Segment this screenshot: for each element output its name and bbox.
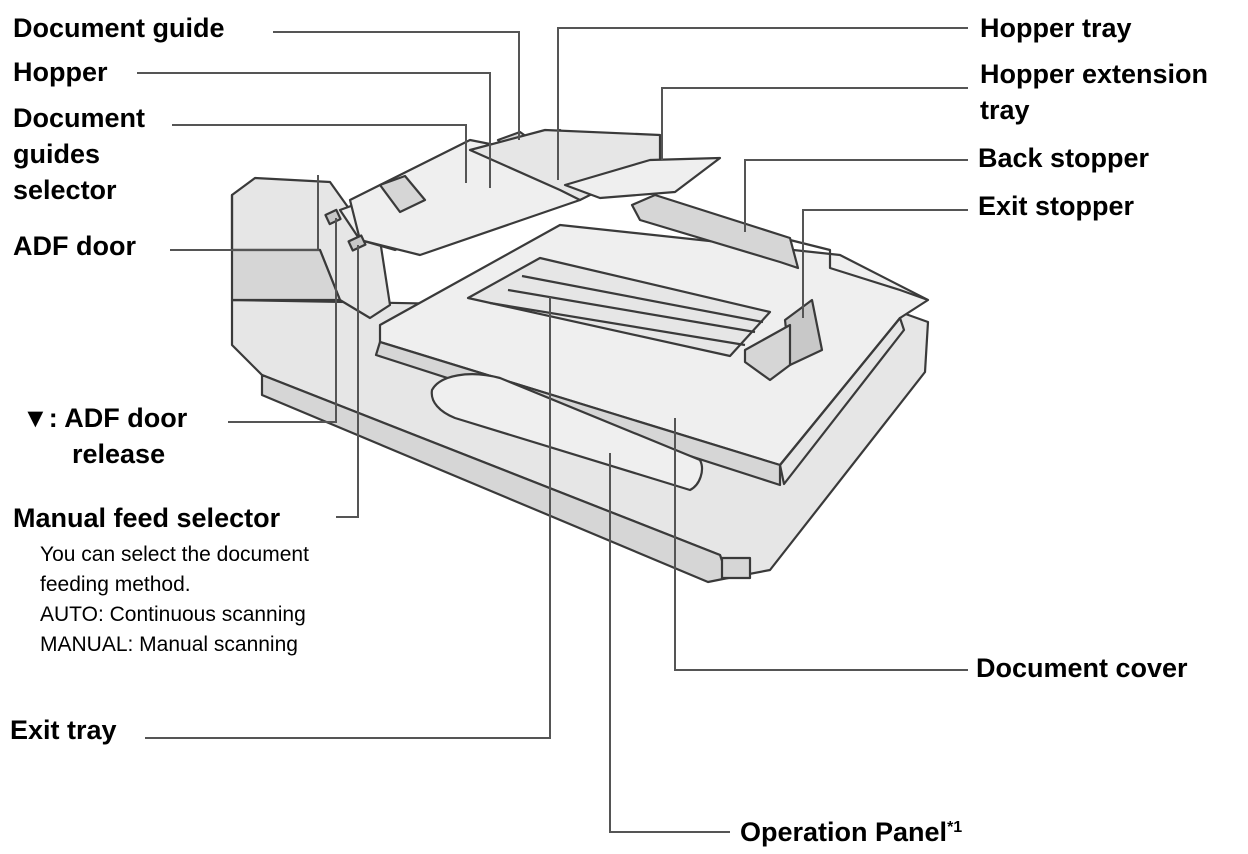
label-exit-stopper: Exit stopper xyxy=(978,191,1135,221)
label-exit-tray: Exit tray xyxy=(10,715,117,745)
leader-adf-door xyxy=(170,175,319,251)
manual-feed-description-line2: feeding method. xyxy=(40,573,191,596)
manual-feed-description-line4: MANUAL: Manual scanning xyxy=(40,633,298,656)
label-back-stopper: Back stopper xyxy=(978,143,1150,173)
label-document-guides-selector: Document guides selector xyxy=(13,100,145,208)
leader-hopper-extension-tray xyxy=(661,87,968,160)
manual-feed-description-line1: You can select the document xyxy=(40,543,309,566)
exit-tray-shape xyxy=(466,256,772,358)
label-document-guides-selector-line1: Document xyxy=(13,103,146,133)
label-adf-door-release-line1: : ADF door xyxy=(48,403,188,433)
label-hopper-tray: Hopper tray xyxy=(980,13,1132,43)
label-adf-door-release: ▼: ADF door release xyxy=(22,400,187,472)
label-adf-door: ADF door xyxy=(13,231,136,261)
leader-manual-feed-selector xyxy=(336,245,359,518)
leader-document-guides-selector xyxy=(172,124,467,183)
leader-operation-panel xyxy=(609,453,730,833)
leader-adf-door-release xyxy=(228,218,337,423)
label-hopper-extension-tray-line1: Hopper extension xyxy=(980,59,1209,89)
label-document-guides-selector-line2: guides xyxy=(13,139,101,169)
label-hopper-extension-tray: Hopper extension tray xyxy=(980,56,1208,128)
leader-exit-stopper xyxy=(802,209,968,318)
operation-panel-shape xyxy=(430,373,704,492)
footnote-marker: *1 xyxy=(947,819,963,836)
scanner-base-front xyxy=(260,373,730,584)
hopper-extension-tray-shape xyxy=(563,156,722,200)
label-document-guide: Document guide xyxy=(13,13,225,43)
leader-back-stopper xyxy=(744,159,968,232)
manual-feed-selector-shape xyxy=(347,234,367,252)
down-triangle-icon: ▼ xyxy=(22,403,49,433)
label-hopper: Hopper xyxy=(13,57,108,87)
leader-exit-tray xyxy=(145,297,551,739)
label-operation-panel-text: Operation Panel xyxy=(740,817,948,847)
back-stopper-shape xyxy=(630,193,800,270)
manual-feed-description-line3: AUTO: Continuous scanning xyxy=(40,603,306,626)
label-operation-panel: Operation Panel*1 xyxy=(740,814,962,850)
leader-hopper-tray xyxy=(557,27,968,180)
label-hopper-extension-tray-line2: tray xyxy=(980,95,1030,125)
document-guide-shape xyxy=(378,174,427,214)
leader-document-guide xyxy=(273,31,520,140)
label-manual-feed-selector: Manual feed selector xyxy=(13,503,281,533)
leader-hopper xyxy=(137,72,491,188)
label-document-guides-selector-line3: selector xyxy=(13,175,117,205)
manual-feed-description: You can select the document feeding meth… xyxy=(40,540,309,660)
label-document-cover: Document cover xyxy=(976,653,1188,683)
leader-document-cover xyxy=(674,418,968,671)
label-adf-door-release-line2: release xyxy=(72,439,166,469)
